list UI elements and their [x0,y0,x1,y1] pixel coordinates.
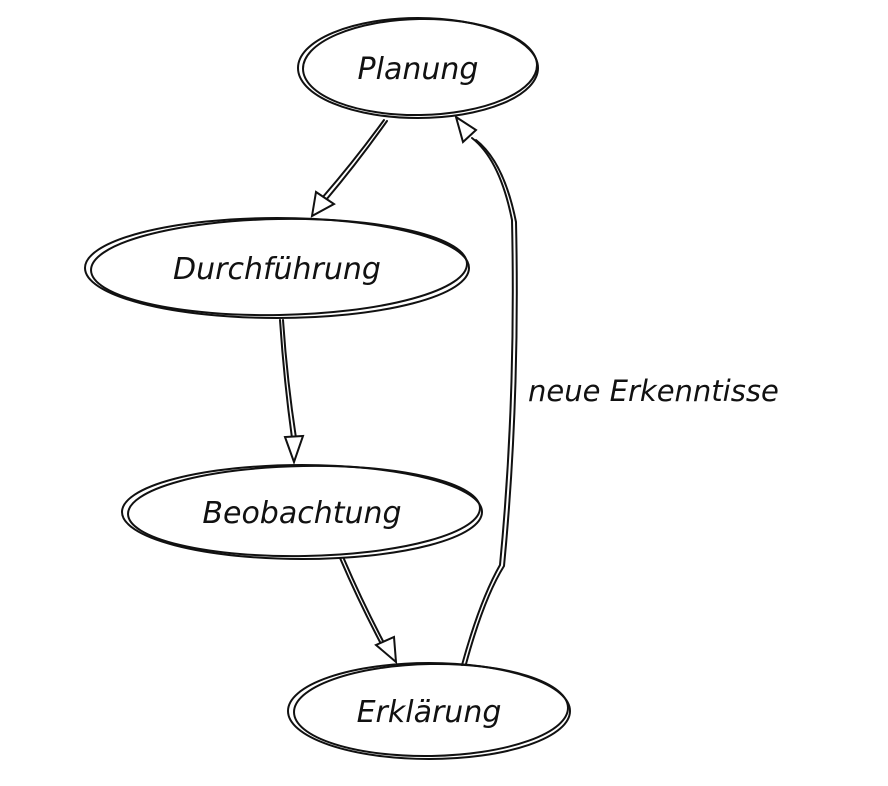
node-label: Erklärung [357,695,502,730]
node-label: Beobachtung [202,496,401,531]
edge-erklaerung-planung: neue Erkenntisse [454,114,779,666]
arrowhead-icon [454,114,478,144]
node-erklaerung[interactable]: Erklärung [287,662,571,760]
node-label: Durchführung [173,252,381,287]
node-label: Planung [358,52,479,87]
node-planung[interactable]: Planung [297,17,539,119]
node-beobachtung[interactable]: Beobachtung [121,463,483,560]
edge-durchfuehrung-beobachtung [279,319,305,466]
edge-planung-durchfuehrung [310,119,388,218]
edge-label: neue Erkenntisse [528,374,779,408]
arrowhead-icon [310,190,336,218]
arrowhead-icon [374,635,398,665]
node-durchfuehrung[interactable]: Durchführung [84,216,470,319]
arrowhead-icon [283,434,305,466]
edge-beobachtung-erklaerung [339,557,398,665]
